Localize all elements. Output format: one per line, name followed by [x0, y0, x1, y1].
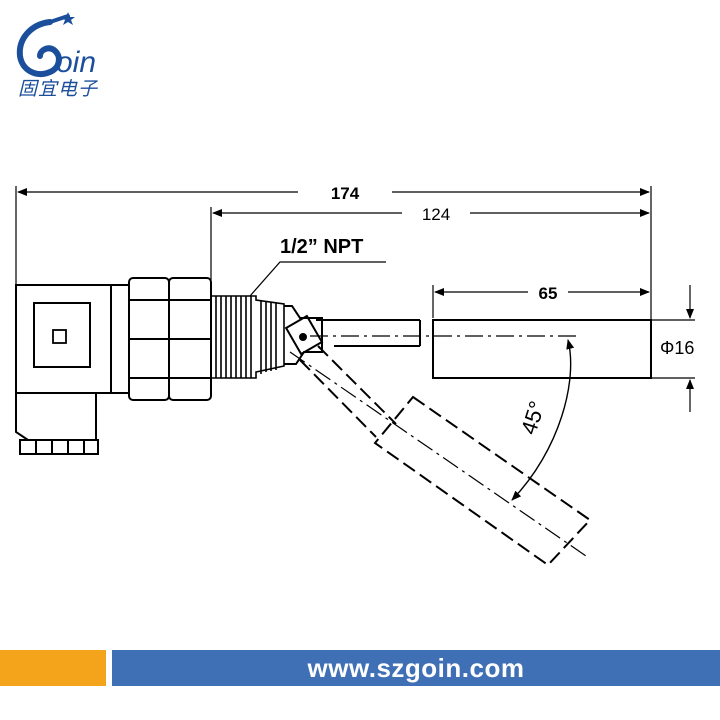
- dimension-total-length: [15, 186, 652, 320]
- logo-wordmark: oin: [56, 46, 96, 79]
- logo-swoosh-icon: [16, 19, 62, 77]
- angle-label: 45°: [516, 398, 550, 437]
- technical-drawing: 174 124 65 1/2” NPT: [15, 184, 695, 567]
- dim-diameter-label: Φ16: [660, 338, 694, 358]
- hex-nuts: [110, 277, 212, 401]
- footer-website-link[interactable]: www.szgoin.com: [307, 653, 525, 683]
- footer-orange-bar: [0, 650, 106, 686]
- thread-label: 1/2” NPT: [280, 236, 363, 258]
- logo-star-icon: [61, 12, 75, 25]
- threaded-stem: [210, 295, 285, 379]
- connector-housing: [15, 284, 112, 455]
- dim-stem-length-label: 124: [422, 205, 450, 224]
- logo-chinese-name: 固宜电子: [18, 78, 99, 100]
- float-horizontal: [432, 319, 652, 379]
- pivot-and-rod: [284, 305, 421, 365]
- angle-arc: [511, 339, 575, 501]
- dimension-float-length: [432, 285, 650, 318]
- dimension-stem-length: [210, 207, 650, 280]
- dim-total-length-label: 174: [331, 184, 360, 203]
- dim-float-length-label: 65: [539, 284, 558, 303]
- company-logo: oin: [16, 12, 96, 79]
- dimension-diameter: [652, 285, 695, 412]
- float-tilted-centerline: [289, 351, 587, 557]
- thread-leader-line: [249, 261, 386, 297]
- footer-blue-bar: [112, 650, 720, 686]
